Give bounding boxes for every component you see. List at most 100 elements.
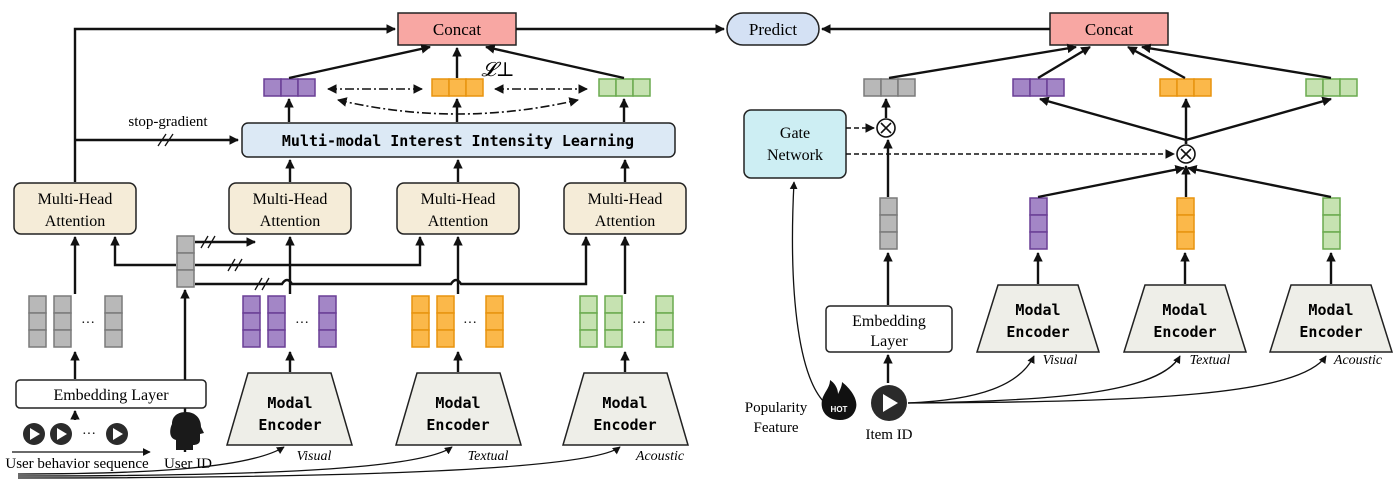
modal-encoder-acoustic: Modal Encoder — [562, 372, 689, 446]
stop-gradient-mark-2 — [200, 235, 216, 249]
flame-icon: HOT — [821, 380, 857, 420]
svg-text:Layer: Layer — [870, 333, 908, 350]
play-icon — [50, 423, 72, 445]
svg-text:Attention: Attention — [260, 213, 320, 230]
item-textual-embedding — [1176, 197, 1195, 250]
svg-text:Encoder: Encoder — [258, 416, 321, 434]
popularity-label-line1: Popularity — [745, 400, 808, 416]
svg-text:Modal: Modal — [602, 394, 647, 412]
mha-box-visual: Multi-Head Attention — [228, 182, 352, 235]
item-id-embedding — [879, 197, 898, 250]
svg-text:Encoder: Encoder — [1153, 323, 1216, 341]
svg-text:···: ··· — [632, 316, 646, 331]
textual-embedding-stack: ··· — [411, 295, 504, 348]
user-mha-to-concat-arrow — [73, 24, 396, 182]
svg-text:Modal: Modal — [267, 394, 312, 412]
multiply-circle-icon — [876, 118, 896, 138]
play-icon — [23, 423, 45, 445]
gray-to-concat-right-arrow — [888, 43, 1077, 80]
visual-label-right: Visual — [1043, 353, 1078, 368]
item-acoustic-embedding — [1322, 197, 1341, 250]
svg-text:Network: Network — [767, 147, 823, 164]
svg-text:···: ··· — [295, 316, 309, 331]
visual-embedding-stack: ··· — [242, 295, 337, 348]
modal-encoder-visual-right: Modal Encoder — [975, 284, 1101, 353]
concat-box-right: Concat — [1049, 12, 1169, 46]
miil-box: Multi-modal Interest Intensity Learning — [241, 122, 676, 158]
item-visual-embedding — [1029, 197, 1048, 250]
interest-vector-green — [598, 78, 651, 97]
popularity-to-gate-arrow — [789, 181, 827, 405]
visual-emb-to-multiply-arrow — [1037, 164, 1185, 199]
sequence-ellipsis: ··· — [82, 427, 96, 442]
green-to-concat-arrow — [485, 44, 625, 80]
acoustic-label-left: Acoustic — [635, 449, 685, 464]
svg-text:Encoder: Encoder — [593, 416, 656, 434]
modal-encoder-acoustic-right: Modal Encoder — [1268, 284, 1394, 353]
svg-text:Modal: Modal — [1308, 301, 1353, 319]
item-to-textual-encoder-right — [907, 355, 1181, 404]
purple-to-concat-right-arrow — [1037, 45, 1091, 80]
svg-text:Multi-Head: Multi-Head — [253, 191, 328, 208]
user-id-embedding — [176, 235, 195, 288]
svg-text:Encoder: Encoder — [1006, 323, 1069, 341]
svg-text:Encoder: Encoder — [1299, 323, 1362, 341]
interest-vector-purple — [263, 78, 316, 97]
svg-text:HOT: HOT — [831, 405, 848, 414]
predict-label: Predict — [749, 20, 797, 39]
svg-text:Modal: Modal — [435, 394, 480, 412]
svg-text:Gate: Gate — [780, 125, 810, 142]
user-emb-to-mha-acoustic-arrow — [195, 236, 591, 286]
user-head-icon — [170, 412, 204, 450]
play-icon — [871, 385, 907, 421]
item-vector-purple — [1012, 78, 1065, 97]
feature-to-textual-encoder-left — [17, 446, 453, 477]
concat-label-left: Concat — [433, 20, 481, 39]
svg-text:Multi-Head: Multi-Head — [421, 191, 496, 208]
modal-encoder-textual-right: Modal Encoder — [1122, 284, 1248, 353]
multiply-to-green-arrow — [1185, 96, 1332, 142]
item-vector-orange — [1159, 78, 1212, 97]
modal-encoder-textual: Modal Encoder — [395, 372, 522, 446]
item-vector-green — [1305, 78, 1358, 97]
mha-box-user: Multi-Head Attention — [13, 182, 137, 235]
orthogonal-loss-arrow-3 — [337, 97, 579, 115]
play-icon — [106, 423, 128, 445]
user-emb-to-mha-textual-arrow — [195, 236, 425, 267]
predict-node: Predict — [726, 12, 820, 46]
user-id-label: User ID — [164, 456, 212, 472]
svg-text:Attention: Attention — [45, 213, 105, 230]
acoustic-embedding-stack: ··· — [579, 295, 674, 348]
item-to-acoustic-encoder-right — [907, 355, 1327, 404]
svg-text:Attention: Attention — [595, 213, 655, 230]
stop-gradient-label: stop-gradient — [128, 114, 208, 130]
multiply-circle-icon — [1176, 144, 1196, 164]
svg-text:Embedding: Embedding — [852, 313, 926, 330]
svg-text:Attention: Attention — [428, 213, 488, 230]
textual-label-right: Textual — [1190, 353, 1231, 368]
orthogonal-loss-label: 𝓛⊥ — [481, 59, 514, 81]
embedding-layer-left: Embedding Layer — [15, 379, 207, 409]
visual-label-left: Visual — [297, 449, 332, 464]
mha-box-textual: Multi-Head Attention — [396, 182, 520, 235]
purple-to-concat-arrow — [288, 44, 431, 80]
textual-label-left: Textual — [468, 449, 509, 464]
svg-text:Modal: Modal — [1015, 301, 1060, 319]
svg-text:Modal: Modal — [1162, 301, 1207, 319]
gate-network-box: Gate Network — [743, 109, 847, 179]
user-emb-to-mha-user-arrow — [110, 236, 176, 267]
svg-text:Multi-Head: Multi-Head — [588, 191, 663, 208]
mha-box-acoustic: Multi-Head Attention — [563, 182, 687, 235]
concat-label-right: Concat — [1085, 20, 1133, 39]
svg-text:Encoder: Encoder — [426, 416, 489, 434]
stop-gradient-mark-3 — [227, 258, 243, 272]
acoustic-emb-to-multiply-arrow — [1187, 165, 1332, 199]
orange-to-concat-right-arrow — [1127, 45, 1186, 80]
interest-vector-orange — [431, 78, 484, 97]
popularity-label-line2: Feature — [754, 420, 799, 436]
stop-gradient-mark — [157, 133, 174, 147]
behavior-embedding-stack: ··· — [28, 295, 123, 348]
item-vector-gray — [863, 78, 916, 97]
concat-box-left: Concat — [397, 12, 517, 46]
